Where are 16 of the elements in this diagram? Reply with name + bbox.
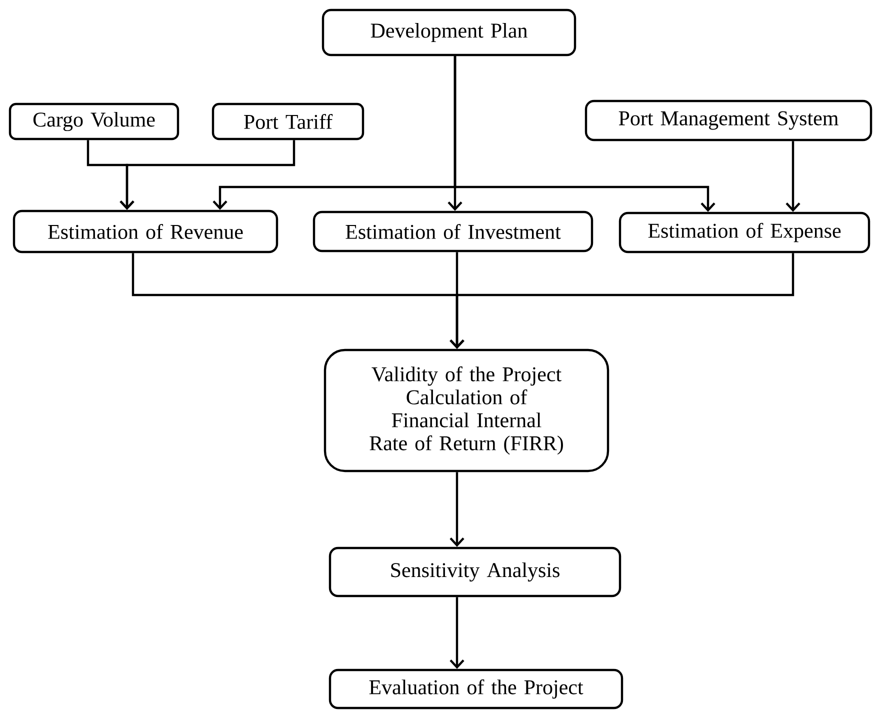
arrow (450, 472, 464, 547)
process-box: Cargo Volume (8, 102, 180, 140)
process-box: Evaluation of the Project (328, 668, 624, 710)
process-box: Sensitivity Analysis (328, 546, 622, 598)
arrow (120, 140, 296, 210)
arrow (786, 141, 800, 212)
process-box: Estimation of Revenue (12, 210, 278, 254)
process-box: Port Management System (584, 100, 872, 142)
process-box: Development Plan (322, 8, 576, 56)
arrow (450, 253, 794, 349)
process-box: Port Tariff (212, 102, 364, 140)
process-box: Validity of the Project Calculation of Financial Internal Rate of Return (FIRR) (324, 348, 610, 472)
process-box: Estimation of Expense (618, 212, 870, 254)
process-box: Estimation of Investment (312, 210, 594, 252)
arrow (454, 56, 716, 212)
arrow (450, 597, 464, 669)
